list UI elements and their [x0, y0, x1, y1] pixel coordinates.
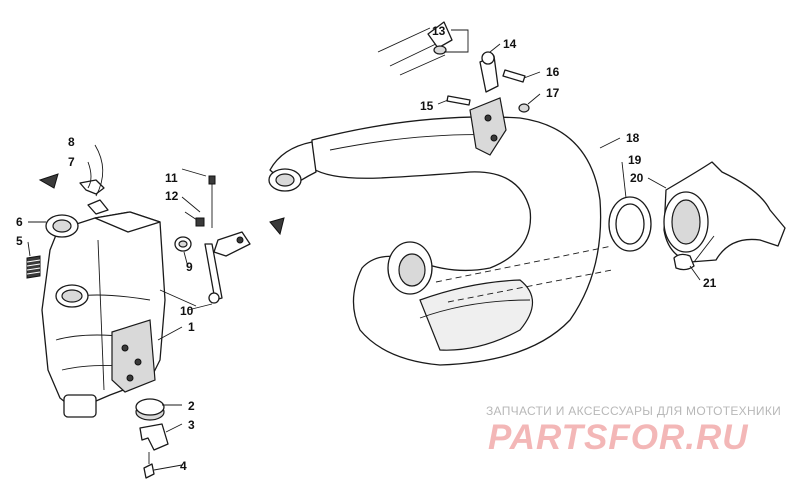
callout-7: 7: [68, 155, 75, 169]
callout-13: 13: [432, 24, 446, 38]
callout-16: 16: [546, 65, 560, 79]
callout-8: 8: [68, 135, 75, 149]
callout-14: 14: [503, 37, 517, 51]
silencer-assembly: [26, 173, 169, 479]
mount-hardware: [159, 175, 251, 307]
callout-18: 18: [626, 131, 640, 145]
upper-hardware: [377, 21, 530, 113]
flange-assembly: [269, 161, 786, 271]
watermark-tagline: ЗАПЧАСТИ И АКСЕССУАРЫ ДЛЯ МОТОТЕХНИКИ: [486, 404, 782, 418]
expansion-chamber: [268, 97, 613, 366]
callout-10: 10: [180, 304, 194, 318]
callout-19: 19: [628, 153, 642, 167]
callout-6: 6: [16, 215, 23, 229]
callout-2: 2: [188, 399, 195, 413]
callout-17: 17: [546, 86, 560, 100]
callout-21: 21: [703, 276, 717, 290]
callout-4: 4: [180, 459, 187, 473]
callout-20: 20: [630, 171, 644, 185]
watermark-logo: PARTSFOR.RU: [488, 418, 749, 457]
callout-1: 1: [188, 320, 195, 334]
callout-numbers: 1 2 3 4 5 6 7 8 9 10 11 12 13 14 15 16 1…: [16, 24, 717, 473]
callout-9: 9: [186, 260, 193, 274]
leader-lines: [27, 29, 715, 471]
callout-12: 12: [165, 189, 179, 203]
callout-3: 3: [188, 418, 195, 432]
callout-5: 5: [16, 234, 23, 248]
callout-11: 11: [165, 171, 178, 185]
callout-15: 15: [420, 99, 434, 113]
